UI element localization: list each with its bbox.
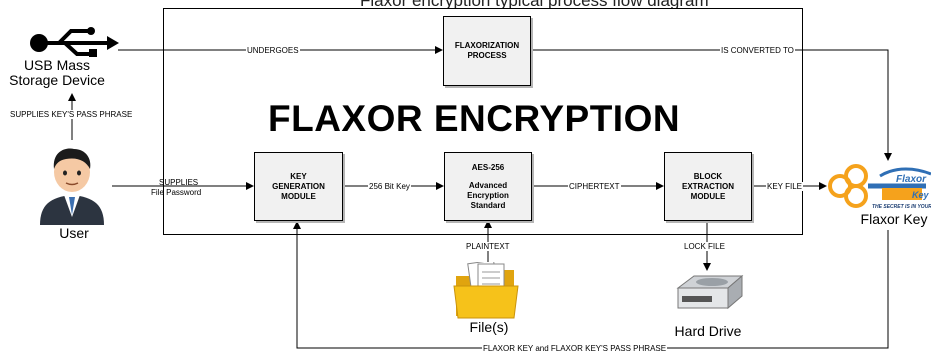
aes-256-box: AES-256 Advanced Encryption Standard: [444, 152, 532, 221]
diagram-title: FLAXOR ENCRYPTION: [268, 98, 680, 140]
hard-drive-caption: Hard Drive: [666, 324, 750, 339]
logo-word-flaxor: Flaxor: [896, 174, 927, 185]
flaxor-key-icon: Flaxor Key THE SECRET IS IN YOUR KEY: [826, 160, 931, 212]
process-line: FLAXORIZATION: [455, 41, 519, 51]
block-extraction-module-box: BLOCK EXTRACTION MODULE: [664, 152, 752, 221]
process-line: Encryption: [467, 191, 509, 201]
process-line: GENERATION: [272, 182, 325, 192]
process-line: MODULE: [691, 192, 726, 202]
user-icon: [36, 145, 108, 225]
edge-label-supplies: SUPPLIES: [158, 178, 199, 187]
usb-caption-line: USB Mass: [2, 58, 112, 73]
logo-tagline: THE SECRET IS IN YOUR KEY: [872, 204, 931, 210]
flaxor-key-caption: Flaxor Key: [858, 212, 930, 227]
edge-label-key-file: KEY FILE: [766, 182, 803, 191]
edge-label-plaintext: PLAINTEXT: [465, 242, 511, 251]
folder-icon: [452, 262, 522, 320]
edge-label-supplies-key-pass: SUPPLIES KEY'S PASS PHRASE: [9, 110, 133, 119]
process-line: Standard: [471, 201, 506, 211]
edge-label-lock-file: LOCK FILE: [683, 242, 726, 251]
edge-flaxor-key-pass: [297, 222, 888, 348]
process-line: EXTRACTION: [682, 182, 734, 192]
files-caption: File(s): [459, 320, 519, 335]
flaxorization-process-box: FLAXORIZATION PROCESS: [443, 16, 531, 86]
edge-label-undergoes: UNDERGOES: [246, 46, 300, 55]
edge-label-is-converted-to: IS CONVERTED TO: [720, 46, 795, 55]
user-caption: User: [44, 226, 104, 241]
edge-label-flaxor-key-pass: FLAXOR KEY and FLAXOR KEY'S PASS PHRASE: [482, 344, 667, 353]
usb-caption-line: Storage Device: [2, 73, 112, 88]
process-line: MODULE: [281, 192, 316, 202]
edge-label-bit-key: 256 Bit Key: [368, 182, 411, 191]
process-line: Advanced: [469, 181, 507, 191]
edge-label-file-password: File Password: [150, 188, 202, 197]
edge-label-ciphertext: CIPHERTEXT: [568, 182, 621, 191]
process-line: BLOCK: [694, 172, 722, 182]
process-line: PROCESS: [467, 51, 506, 61]
usb-caption: USB Mass Storage Device: [2, 58, 112, 88]
process-line: KEY: [290, 172, 306, 182]
key-generation-module-box: KEY GENERATION MODULE: [254, 152, 343, 221]
usb-icon: [27, 27, 119, 57]
logo-word-key: Key: [912, 190, 930, 200]
process-line: AES-256: [472, 163, 504, 173]
hard-drive-icon: [672, 274, 744, 314]
